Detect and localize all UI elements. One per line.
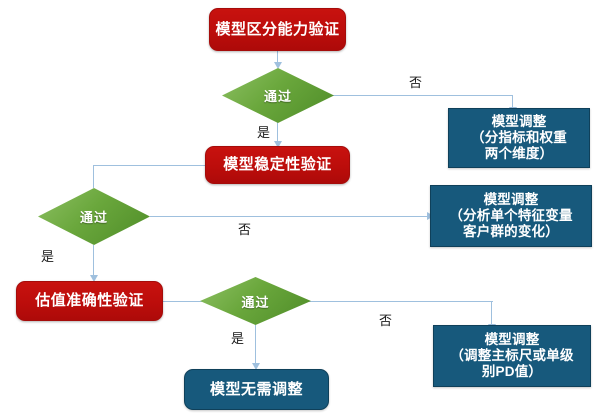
- action-model-adjust-master-scale[interactable]: 模型调整 （调整主标尺或单级 别PD值）: [433, 325, 591, 387]
- action-model-adjust-indicators-weights-label: 模型调整 （分指标和权重 两个维度）: [471, 114, 567, 161]
- decision-stability-pass-label: 通过: [79, 210, 108, 225]
- action-model-adjust-master-scale-label: 模型调整 （调整主标尺或单级 别PD值）: [450, 332, 574, 379]
- connector-decision3-no-down: [491, 301, 493, 325]
- connector-box3-to-decision3: [162, 301, 206, 303]
- connector-box2-to-decision2-v: [93, 165, 95, 188]
- decision-discrimination-pass[interactable]: 通过: [222, 68, 334, 123]
- edge-label-yes-3: 是: [231, 331, 245, 346]
- connector-decision3-yes: [255, 325, 257, 364]
- connector-box1-to-decision1: [277, 50, 279, 63]
- arrowhead-decision2-yes: [89, 275, 98, 282]
- connector-decision2-yes: [93, 245, 95, 276]
- edge-label-yes-1: 是: [257, 125, 271, 140]
- connector-decision1-no-down: [512, 95, 514, 108]
- edge-label-no-2: 否: [238, 222, 252, 237]
- process-validate-discrimination[interactable]: 模型区分能力验证: [209, 8, 346, 51]
- process-validate-accuracy[interactable]: 估值准确性验证: [16, 281, 163, 321]
- process-validate-stability[interactable]: 模型稳定性验证: [205, 146, 350, 184]
- process-validate-accuracy-label: 估值准确性验证: [35, 292, 144, 310]
- result-no-adjustment-needed-label: 模型无需调整: [209, 380, 303, 398]
- edge-label-no-1: 否: [409, 75, 423, 90]
- connector-decision1-no: [333, 95, 513, 97]
- connector-box2-to-decision2-h: [94, 165, 206, 167]
- connector-decision3-no: [309, 301, 493, 303]
- result-no-adjustment-needed[interactable]: 模型无需调整: [184, 369, 329, 410]
- arrowhead-decision3-yes: [251, 363, 260, 370]
- connector-decision2-no: [150, 216, 428, 218]
- arrowhead-decision1-yes: [273, 141, 282, 148]
- decision-accuracy-pass[interactable]: 通过: [200, 277, 311, 325]
- action-model-adjust-feature-variable-label: 模型调整 （分析单个特征变量 客户群的变化）: [449, 192, 573, 239]
- decision-discrimination-pass-label: 通过: [263, 89, 292, 104]
- process-validate-stability-label: 模型稳定性验证: [223, 156, 332, 174]
- decision-accuracy-pass-label: 通过: [241, 294, 270, 310]
- process-validate-discrimination-label: 模型区分能力验证: [215, 20, 340, 38]
- edge-label-yes-2: 是: [41, 249, 55, 264]
- connector-decision1-yes: [277, 122, 279, 142]
- action-model-adjust-feature-variable[interactable]: 模型调整 （分析单个特征变量 客户群的变化）: [430, 185, 592, 247]
- arrowhead-box1-to-decision1: [273, 62, 282, 69]
- decision-stability-pass[interactable]: 通过: [38, 188, 150, 245]
- action-model-adjust-indicators-weights[interactable]: 模型调整 （分指标和权重 两个维度）: [448, 108, 590, 168]
- edge-label-no-3: 否: [379, 313, 393, 328]
